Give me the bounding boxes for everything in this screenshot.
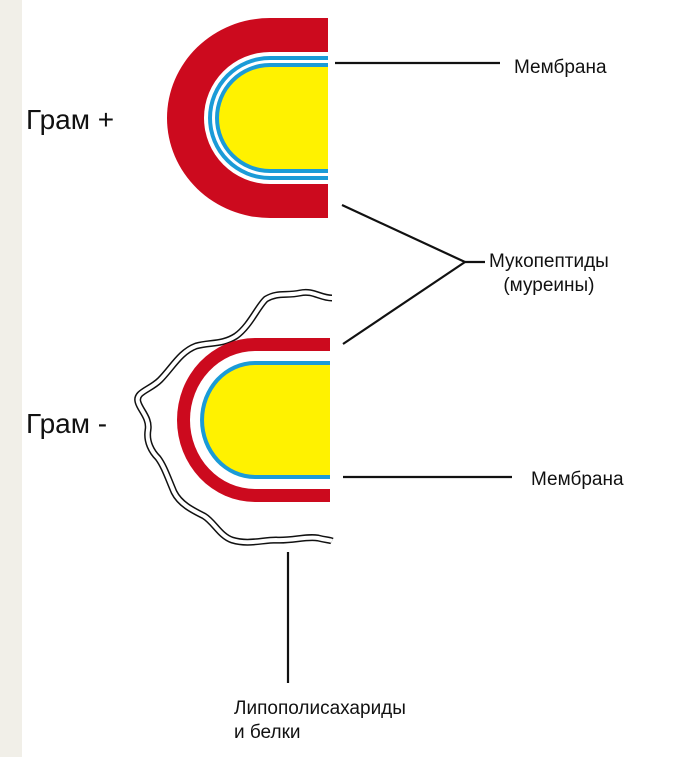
mucopeptides-label-line2: (муреины) bbox=[489, 274, 609, 298]
lps-label-line2: и белки bbox=[234, 721, 406, 745]
gram-negative-label: Грам - bbox=[26, 408, 107, 440]
membrane-top-label: Мембрана bbox=[514, 56, 607, 80]
mucopeptides-label: Мукопептиды (муреины) bbox=[489, 250, 609, 298]
leader-line-mucopeptide-bottom bbox=[343, 262, 465, 344]
gram-positive-cytoplasm bbox=[219, 67, 328, 169]
lps-label: Липополисахариды и белки bbox=[234, 697, 406, 745]
gram-positive-label: Грам + bbox=[26, 104, 114, 136]
leader-line-mucopeptide-top bbox=[342, 205, 465, 262]
mucopeptides-label-line1: Мукопептиды bbox=[489, 250, 609, 274]
gram-positive-cell bbox=[167, 18, 328, 218]
gram-negative-cytoplasm bbox=[204, 365, 330, 475]
gram-negative-cell bbox=[138, 292, 332, 542]
lps-label-line1: Липополисахариды bbox=[234, 697, 406, 721]
membrane-bottom-label: Мембрана bbox=[531, 468, 624, 492]
